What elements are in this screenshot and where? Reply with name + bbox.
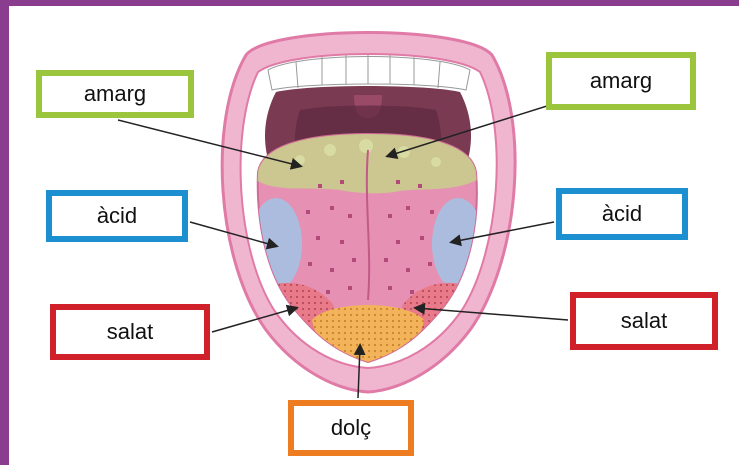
label-box-bitter-left: amarg — [36, 70, 194, 118]
label-bitter-left: amarg — [84, 81, 146, 107]
label-box-sour-left: àcid — [46, 190, 188, 242]
label-salty-right: salat — [621, 308, 667, 334]
label-box-sour-right: àcid — [556, 188, 688, 240]
label-salty-left: salat — [107, 319, 153, 345]
label-bitter-right: amarg — [590, 68, 652, 94]
label-sour-right: àcid — [602, 201, 642, 227]
label-box-bitter-right: amarg — [546, 52, 696, 110]
label-sour-left: àcid — [97, 203, 137, 229]
label-box-salty-right: salat — [570, 292, 718, 350]
label-sweet: dolç — [331, 415, 371, 441]
label-box-sweet: dolç — [288, 400, 414, 456]
label-box-salty-left: salat — [50, 304, 210, 360]
